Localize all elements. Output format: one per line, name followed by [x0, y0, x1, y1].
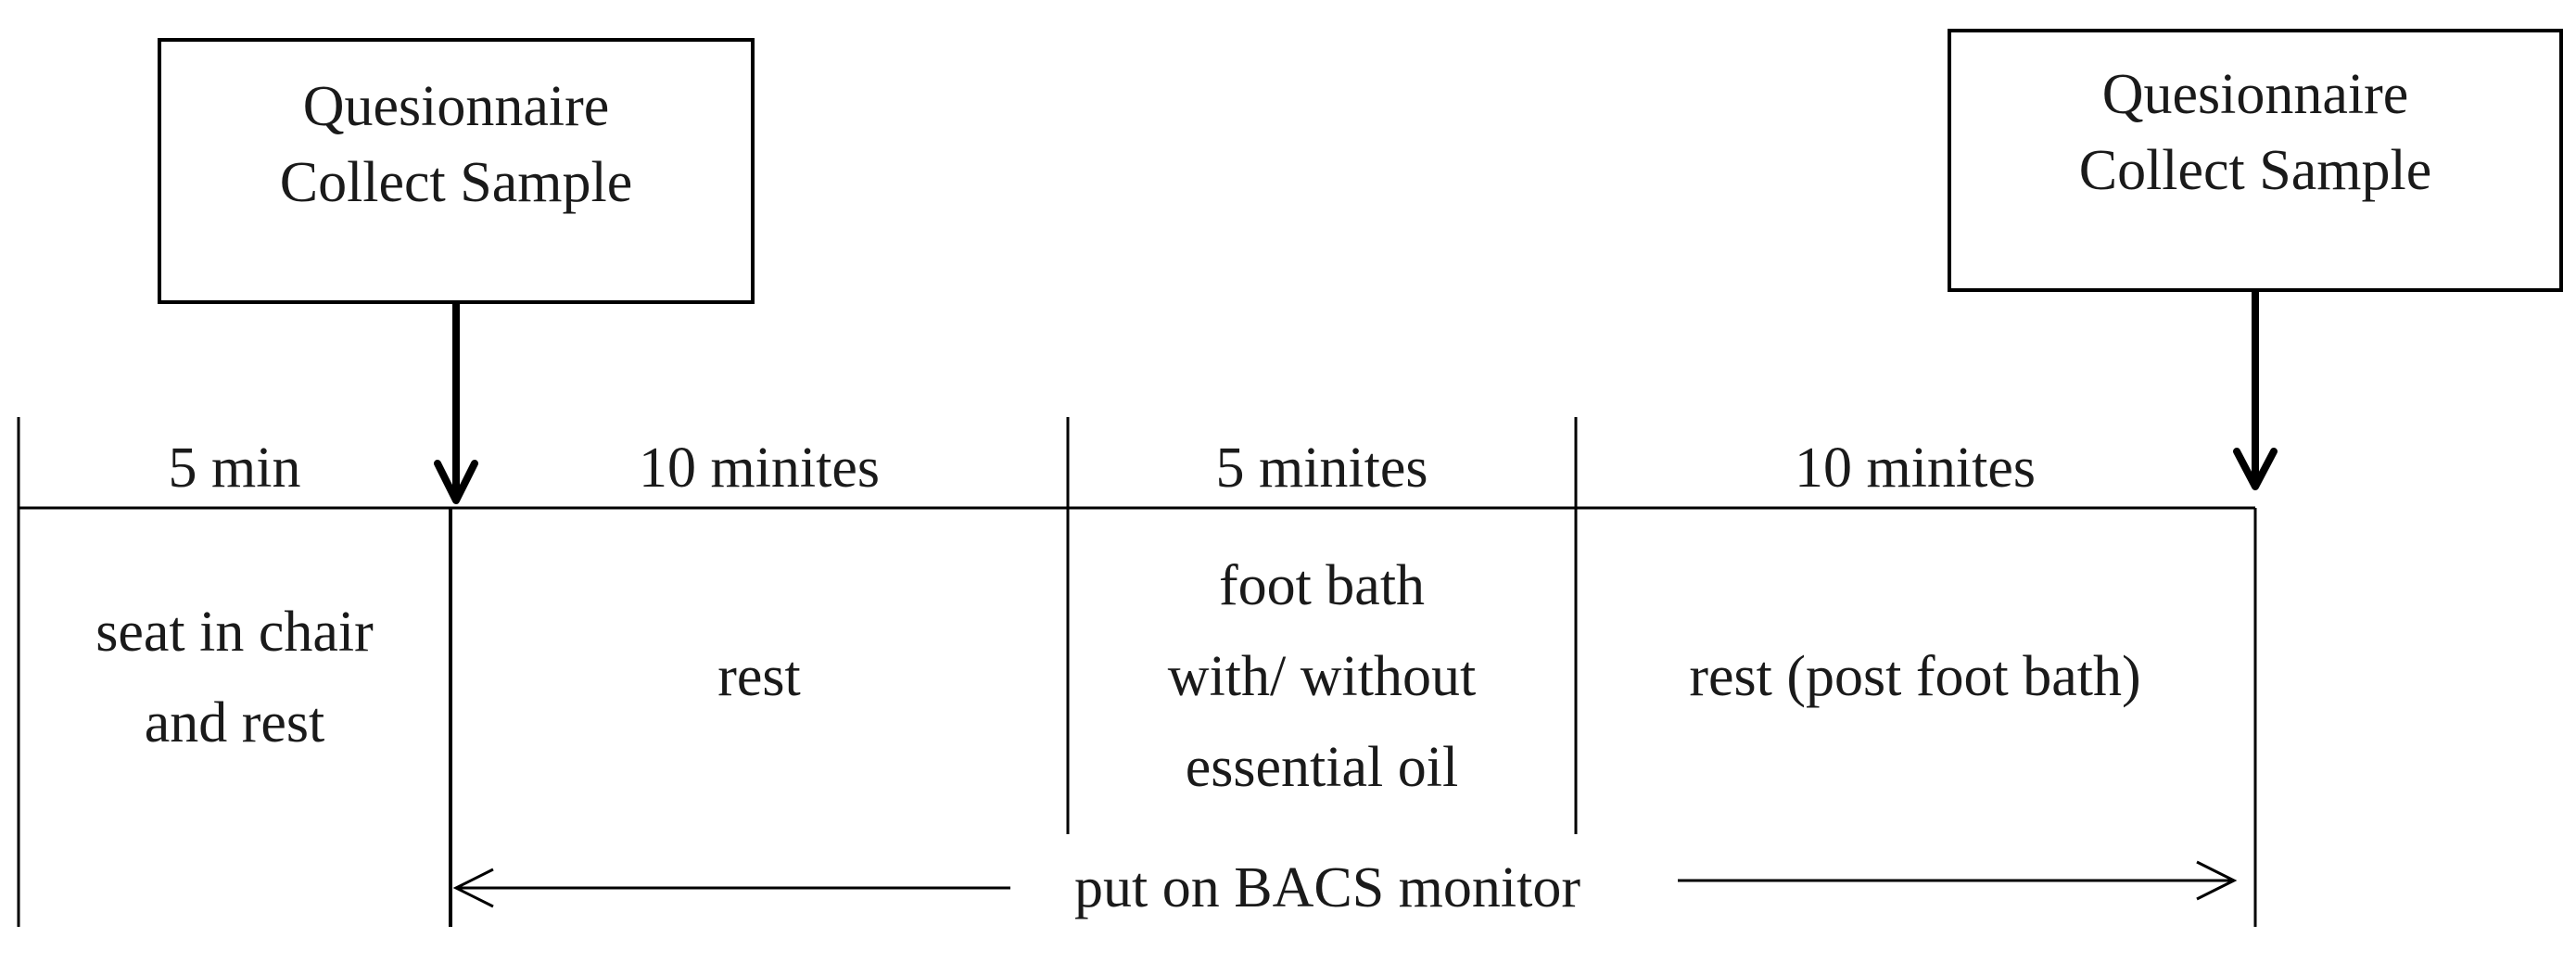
activity-3-line3: essential oil [1186, 736, 1458, 799]
activity-2-line1: rest [717, 645, 801, 708]
activity-3-line2: with/ without [1168, 645, 1476, 708]
left-questionnaire-box: Quesionnaire Collect Sample [158, 38, 755, 304]
left-box-line1: Quesionnaire [303, 75, 610, 138]
monitor-span-arrow [452, 860, 2238, 908]
right-sample-arrow [2233, 290, 2278, 490]
right-questionnaire-box: Quesionnaire Collect Sample [1948, 29, 2563, 292]
activity-1-line2: and rest [145, 691, 325, 754]
activity-4-line1: rest (post foot bath) [1689, 645, 2140, 708]
duration-1: 5 min [169, 437, 301, 500]
duration-3: 5 minites [1215, 437, 1428, 500]
left-sample-arrow [434, 302, 478, 504]
activity-3-line1: foot bath [1219, 554, 1425, 617]
duration-2: 10 minites [639, 437, 880, 500]
right-box-line1: Quesionnaire [2102, 63, 2409, 126]
right-box-line2: Collect Sample [2079, 139, 2432, 202]
monitor-label: put on BACS monitor [1074, 856, 1580, 919]
left-box-line2: Collect Sample [280, 151, 633, 214]
activity-1-line1: seat in chair [95, 601, 374, 664]
duration-4: 10 minites [1795, 437, 2036, 500]
